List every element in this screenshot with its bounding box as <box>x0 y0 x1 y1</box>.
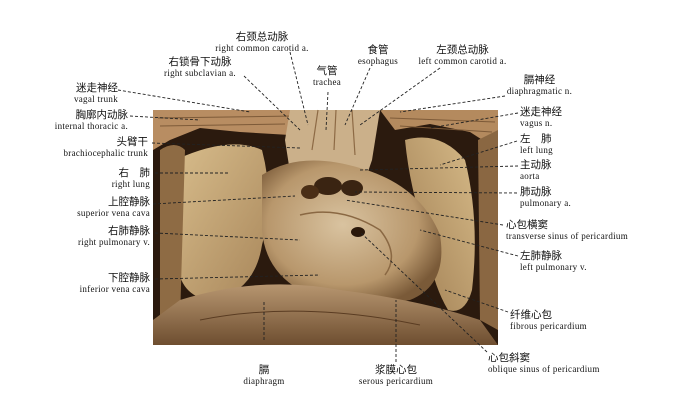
label-transverse-sinus: 心包横窦 transverse sinus of pericardium <box>506 219 629 242</box>
label-svc: 上腔静脉 superior vena cava <box>77 196 150 219</box>
dissection-photo <box>153 109 498 345</box>
label-pulmonary-artery: 肺动脉 pulmonary a. <box>520 186 572 209</box>
label-left-pulmonary-vein: 左肺静脉 left pulmonary v. <box>520 250 587 273</box>
label-diaphragm: 膈 diaphragm <box>243 364 285 387</box>
label-aorta: 主动脉 aorta <box>520 159 552 182</box>
label-esophagus: 食管 esophagus <box>357 44 399 67</box>
label-vagus-nerve: 迷走神经 vagus n. <box>520 106 562 129</box>
label-serous-pericardium: 浆膜心包 serous pericardium <box>358 364 434 387</box>
label-right-common-carotid: 右颈总动脉 right common carotid a. <box>215 31 309 54</box>
label-fibrous-pericardium: 纤维心包 fibrous pericardium <box>510 309 587 332</box>
label-ivc: 下腔静脉 inferior vena cava <box>79 272 150 295</box>
label-oblique-sinus: 心包斜窦 oblique sinus of pericardium <box>488 352 600 375</box>
label-trachea: 气管 trachea <box>312 65 342 88</box>
label-brachiocephalic: 头臂干 brachiocephalic trunk <box>63 136 148 159</box>
label-right-lung: 右 肺 right lung <box>111 167 150 190</box>
label-phrenic-nerve: 膈神经 diaphragmatic n. <box>506 74 573 97</box>
label-left-lung: 左 肺 left lung <box>520 133 553 156</box>
label-left-common-carotid: 左颈总动脉 left common carotid a. <box>418 44 507 67</box>
leader-lines <box>117 51 519 362</box>
label-vagal-trunk: 迷走神经 vagal trunk <box>73 82 118 105</box>
label-right-pulmonary-vein: 右肺静脉 right pulmonary v. <box>77 225 150 248</box>
label-right-subclavian: 右锁骨下动脉 right subclavian a. <box>164 56 236 79</box>
label-internal-thoracic: 胸廓内动脉 internal thoracic a. <box>54 109 128 132</box>
